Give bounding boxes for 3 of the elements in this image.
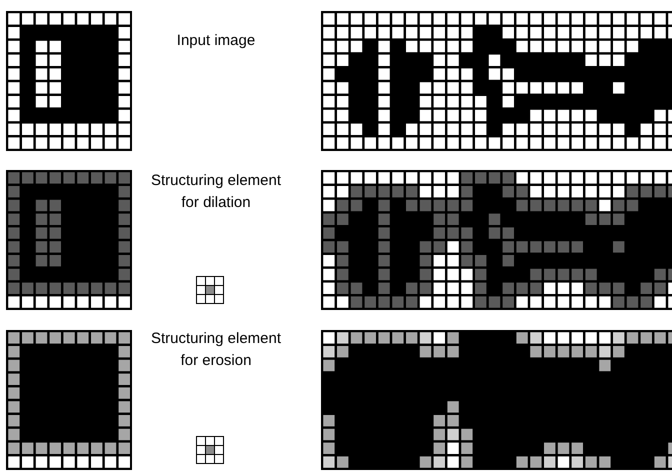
panel-label: Structuring element for dilation	[150, 171, 282, 213]
panel-label: Structuring element for erosion	[150, 329, 282, 371]
panel-label: Input image	[176, 31, 256, 51]
